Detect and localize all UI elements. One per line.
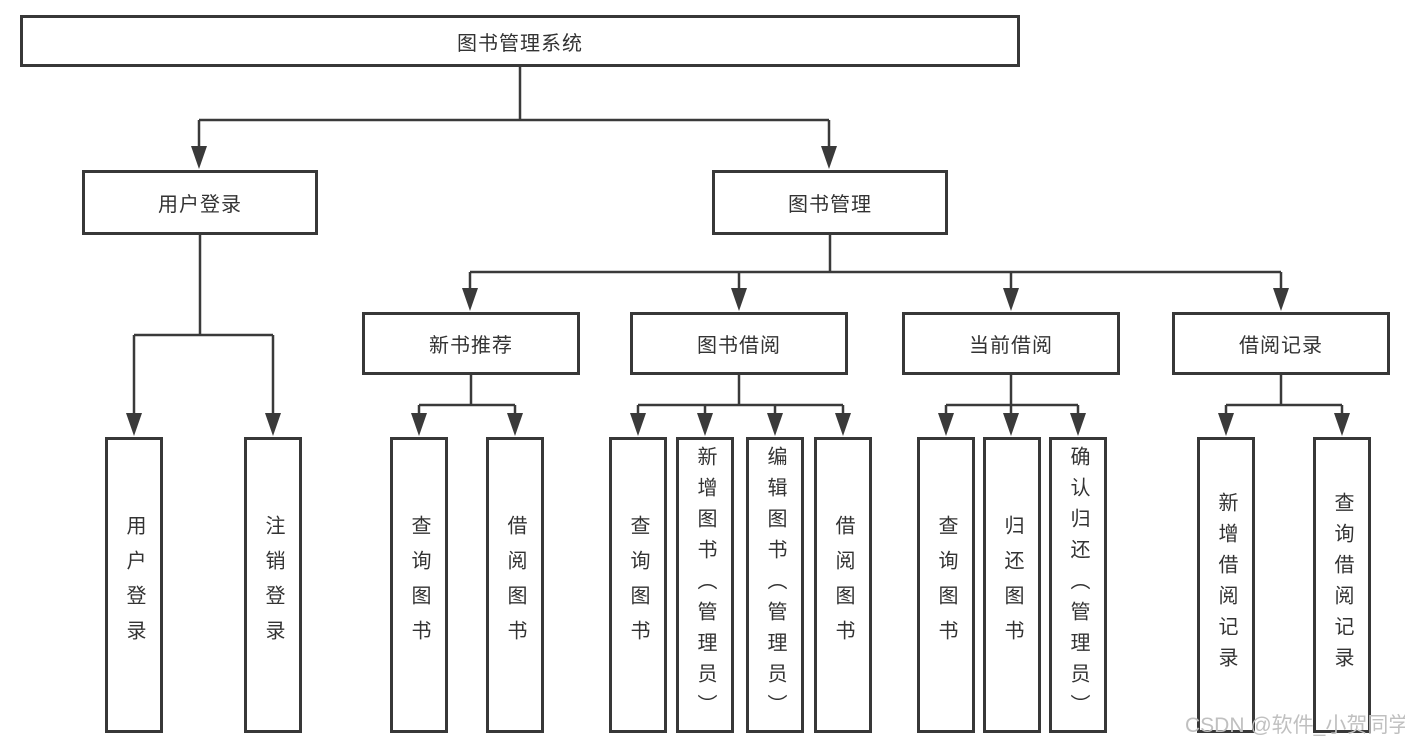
arrowhead-icon (1003, 413, 1019, 436)
arrowhead-icon (697, 413, 713, 436)
arrowhead-icon (462, 288, 478, 311)
arrowhead-icon (821, 146, 837, 169)
arrowhead-icon (1334, 413, 1350, 436)
node-user-login-label: 用户登录 (158, 194, 242, 216)
arrowhead-icon (507, 413, 523, 436)
arrowhead-icon (1218, 413, 1234, 436)
node-user-login: 用户登录 (82, 170, 318, 235)
node-book-borrowing: 图书借阅 (630, 312, 848, 375)
arrowhead-icon (265, 413, 281, 436)
leaf-cb-confirm-return-admin: 确认归还（管理员） (1049, 437, 1107, 733)
leaf-bb-edit-books-admin: 编辑图书（管理员） (746, 437, 804, 733)
node-new-book-recommend-label: 新书推荐 (429, 335, 513, 357)
node-book-borrowing-label: 图书借阅 (697, 335, 781, 357)
leaf-logout-label: 注销登录 (262, 515, 284, 655)
node-root-label: 图书管理系统 (457, 32, 583, 55)
node-current-borrowing: 当前借阅 (902, 312, 1120, 375)
leaf-bb-borrow-books-label: 借阅图书 (832, 515, 854, 655)
arrowhead-icon (767, 413, 783, 436)
csdn-watermark: CSDN @软件_小贺同学 (1185, 714, 1405, 737)
leaf-cb-return-books-label: 归还图书 (1001, 515, 1023, 655)
leaf-bb-query-books-label: 查询图书 (627, 515, 649, 655)
leaf-br-query-record: 查询借阅记录 (1313, 437, 1371, 733)
node-current-borrowing-label: 当前借阅 (969, 335, 1053, 357)
leaf-br-add-record-label: 新增借阅记录 (1215, 492, 1237, 678)
node-book-management-label: 图书管理 (788, 194, 872, 216)
arrowhead-icon (191, 146, 207, 169)
leaf-user-login: 用户登录 (105, 437, 163, 733)
arrowhead-icon (411, 413, 427, 436)
arrowhead-icon (1003, 288, 1019, 311)
arrowhead-icon (938, 413, 954, 436)
leaf-logout: 注销登录 (244, 437, 302, 733)
connector-borrowing-records-branch (1218, 375, 1350, 436)
leaf-bb-borrow-books: 借阅图书 (814, 437, 872, 733)
arrowhead-icon (1070, 413, 1086, 436)
arrowhead-icon (126, 413, 142, 436)
leaf-bb-query-books: 查询图书 (609, 437, 667, 733)
connector-current-borrowing-branch (938, 375, 1086, 436)
arrowhead-icon (835, 413, 851, 436)
node-root: 图书管理系统 (20, 15, 1020, 67)
arrowhead-icon (731, 288, 747, 311)
node-book-management: 图书管理 (712, 170, 948, 235)
leaf-nb-query-books-label: 查询图书 (408, 515, 430, 655)
node-borrowing-records: 借阅记录 (1172, 312, 1390, 375)
leaf-nb-query-books: 查询图书 (390, 437, 448, 733)
leaf-cb-query-books: 查询图书 (917, 437, 975, 733)
leaf-cb-query-books-label: 查询图书 (935, 515, 957, 655)
leaf-bb-edit-books-admin-label: 编辑图书（管理员） (764, 445, 786, 725)
leaf-cb-confirm-return-admin-label: 确认归还（管理员） (1067, 445, 1089, 725)
connector-new-book-branch (411, 375, 523, 436)
leaf-br-add-record: 新增借阅记录 (1197, 437, 1255, 733)
leaf-user-login-label: 用户登录 (123, 515, 145, 655)
leaf-nb-borrow-books-label: 借阅图书 (504, 515, 526, 655)
leaf-cb-return-books: 归还图书 (983, 437, 1041, 733)
connector-root-branch (191, 67, 837, 169)
leaf-bb-add-books-admin-label: 新增图书（管理员） (694, 445, 716, 725)
connector-book-borrowing-branch (630, 375, 851, 436)
arrowhead-icon (1273, 288, 1289, 311)
arrowhead-icon (630, 413, 646, 436)
leaf-bb-add-books-admin: 新增图书（管理员） (676, 437, 734, 733)
node-borrowing-records-label: 借阅记录 (1239, 335, 1323, 357)
leaf-nb-borrow-books: 借阅图书 (486, 437, 544, 733)
node-new-book-recommend: 新书推荐 (362, 312, 580, 375)
connector-book-management-branch (462, 235, 1289, 311)
connector-user-login-branch (126, 235, 281, 436)
leaf-br-query-record-label: 查询借阅记录 (1331, 492, 1353, 678)
